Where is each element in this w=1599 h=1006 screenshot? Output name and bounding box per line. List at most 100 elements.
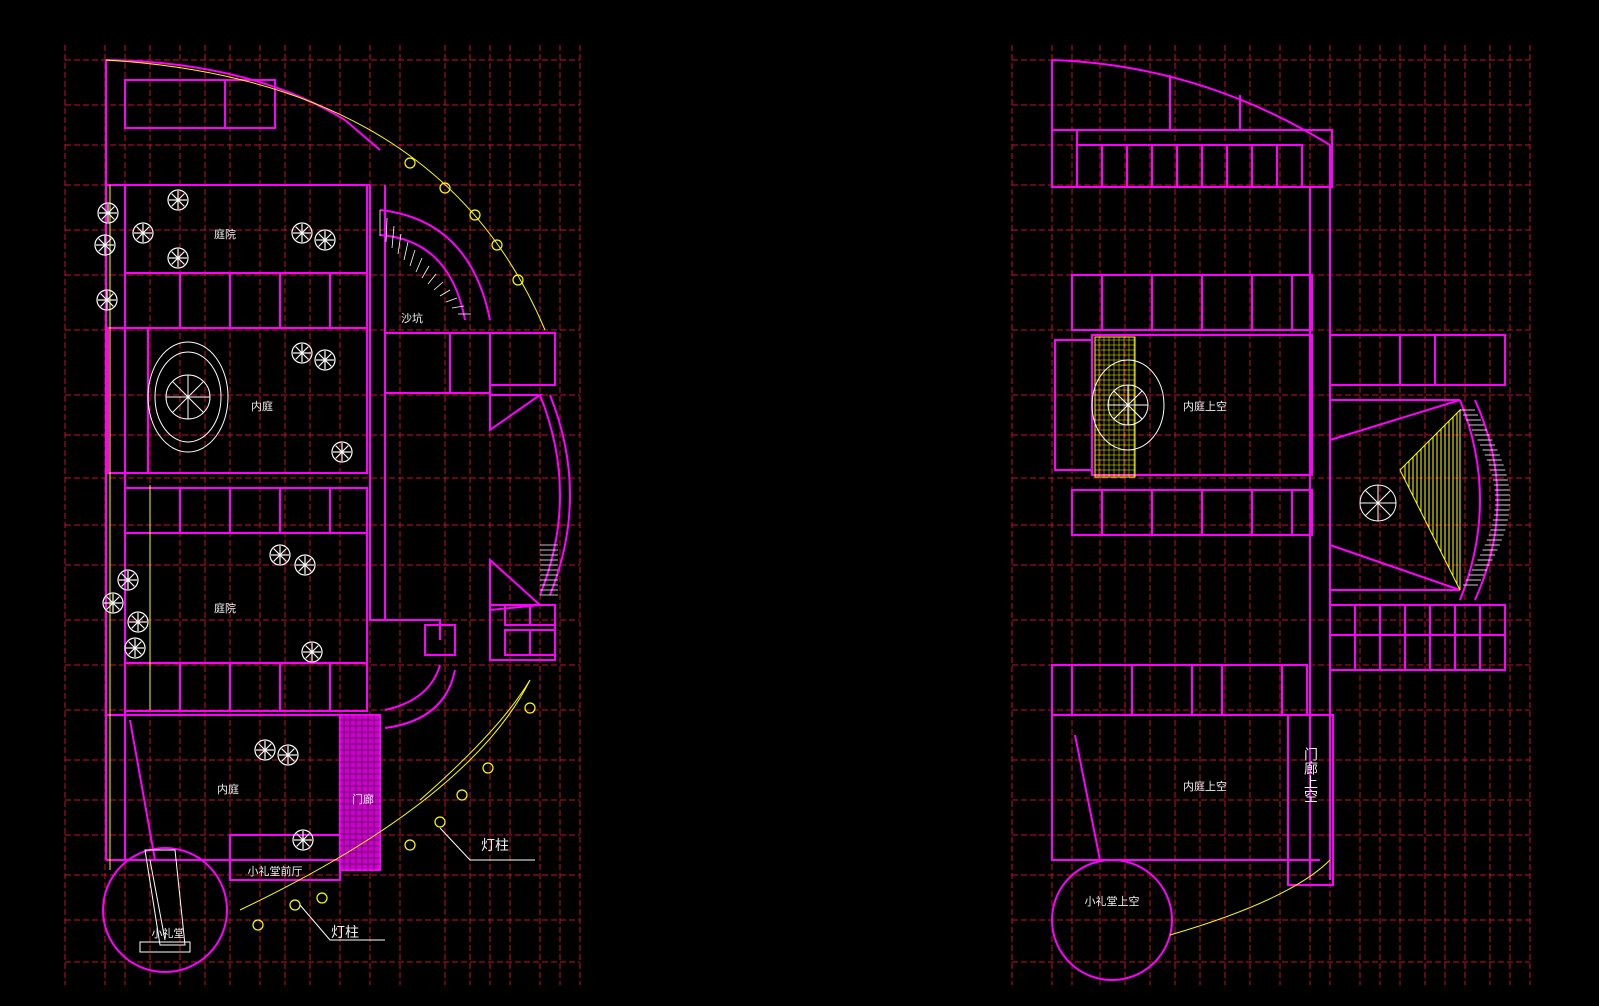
tree-icon	[331, 441, 353, 463]
label-inner-court-void: 内庭上空	[1183, 399, 1227, 413]
tree-branch	[112, 596, 120, 604]
tree-branch	[295, 226, 303, 234]
tree-icon	[94, 234, 116, 256]
stair-tread	[433, 281, 444, 291]
tree-branch	[273, 548, 281, 556]
label-inner-court-bottom: 内庭	[217, 782, 239, 796]
tree-icon	[301, 641, 323, 663]
tree-branch	[311, 651, 319, 659]
compass-spoke	[172, 396, 189, 413]
tree-branch	[318, 233, 326, 241]
compass-spoke	[1377, 489, 1392, 504]
tree-branch	[104, 244, 112, 252]
tree-branch	[106, 299, 114, 307]
stair-tread	[421, 265, 430, 279]
stair-tread	[391, 225, 395, 249]
tree-branch	[335, 445, 343, 453]
tree-branch	[137, 615, 145, 623]
tree-branch	[177, 257, 185, 265]
tree-branch	[258, 749, 266, 757]
tree-branch	[318, 353, 326, 361]
tree-branch	[177, 193, 185, 201]
stair-tread	[427, 273, 437, 285]
tree-branch	[171, 257, 179, 265]
tree-icon	[127, 611, 149, 633]
tree-branch	[295, 232, 303, 240]
tree-branch	[131, 621, 139, 629]
tree-branch	[311, 645, 319, 653]
tree-branch	[127, 579, 135, 587]
label-courtyard-mid: 庭院	[214, 601, 236, 615]
tree-branch	[295, 352, 303, 360]
tree-icon	[294, 554, 316, 576]
compass-spoke	[1364, 489, 1379, 504]
lamp-post-icon	[469, 209, 481, 221]
label-inner-court: 内庭	[251, 399, 273, 413]
lamp-post-icon	[404, 157, 416, 169]
tree-branch	[98, 244, 106, 252]
lamp-post-icon	[512, 274, 524, 286]
tree-branch	[304, 564, 312, 572]
tree-branch	[279, 548, 287, 556]
tree-branch	[273, 554, 281, 562]
stage-area	[1399, 408, 1461, 591]
tree-branch	[106, 596, 114, 604]
stair-tread	[415, 257, 423, 273]
label-lamp-post-1: 灯柱	[481, 838, 509, 854]
tree-branch	[264, 743, 272, 751]
left-lamp-posts	[252, 157, 536, 931]
tree-icon	[97, 202, 119, 224]
tree-branch	[341, 451, 349, 459]
tree-branch	[324, 233, 332, 241]
tree-icon	[124, 637, 146, 659]
tree-branch	[301, 346, 309, 354]
tree-branch	[324, 239, 332, 247]
tree-branch	[281, 754, 289, 762]
tree-icon	[269, 544, 291, 566]
tree-branch	[301, 352, 309, 360]
label-small-hall: 小礼堂	[152, 926, 185, 940]
tree-branch	[324, 359, 332, 367]
label-porch: 门廊	[352, 792, 374, 806]
lamp-post-icon	[434, 816, 446, 828]
tree-branch	[134, 647, 142, 655]
tree-branch	[279, 554, 287, 562]
tree-branch	[296, 839, 304, 847]
tree-branch	[137, 621, 145, 629]
tree-branch	[121, 579, 129, 587]
tree-branch	[302, 833, 310, 841]
compass-spoke	[187, 396, 204, 413]
left-walls	[102, 59, 571, 973]
tree-branch	[112, 602, 120, 610]
compass-spoke	[1113, 390, 1129, 406]
tree-branch	[171, 199, 179, 207]
upper-floor-plan: 内庭上空 内庭上空 小礼堂上空 门廊上空	[1011, 45, 1531, 985]
lamp-post-icon	[482, 762, 494, 774]
label-small-hall-foyer: 小礼堂前厅	[248, 864, 303, 878]
tree-branch	[131, 615, 139, 623]
tree-icon	[96, 289, 118, 311]
left-stairs	[379, 210, 558, 596]
lamp-post-icon	[456, 789, 468, 801]
tree-branch	[107, 206, 115, 214]
tree-icon	[291, 342, 313, 364]
tree-branch	[281, 748, 289, 756]
tree-branch	[142, 232, 150, 240]
lamp-post-icon	[439, 182, 451, 194]
stair-tread	[451, 305, 465, 309]
stair-tread	[385, 217, 388, 243]
stair-tread	[439, 289, 451, 297]
label-lamp-post-2: 灯柱	[331, 925, 359, 941]
tree-branch	[298, 558, 306, 566]
right-walls	[1051, 59, 1506, 981]
left-labels: 庭院 庭院 内庭 内庭 沙坑 门廊 小礼堂 小礼堂前厅 灯柱 灯柱	[152, 227, 510, 941]
tree-branch	[301, 232, 309, 240]
tree-branch	[171, 193, 179, 201]
tree-branch	[305, 645, 313, 653]
tree-branch	[341, 445, 349, 453]
right-stairs	[1460, 409, 1510, 586]
tree-branch	[287, 748, 295, 756]
compass-spoke	[1113, 404, 1129, 420]
tree-branch	[127, 573, 135, 581]
tree-branch	[304, 558, 312, 566]
